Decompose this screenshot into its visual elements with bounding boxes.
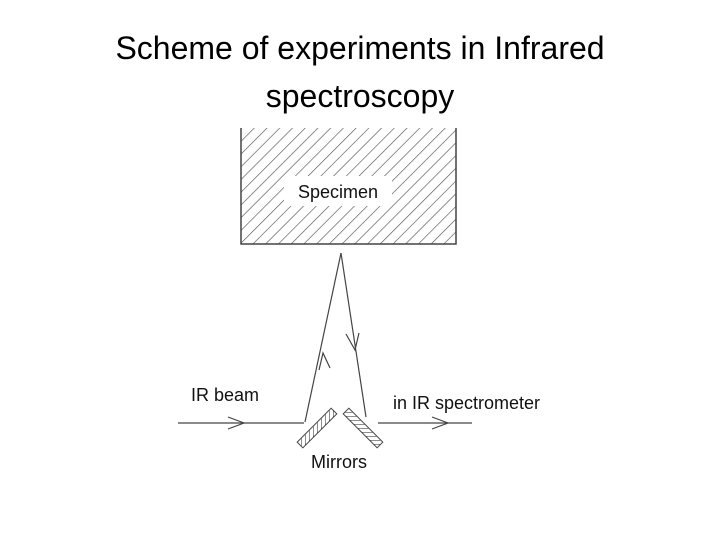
beam-paths: [178, 252, 472, 430]
mirrors-label: Mirrors: [311, 452, 367, 472]
down-arrow-head: [345, 332, 360, 352]
mirrors: [296, 407, 384, 449]
specimen-block: Specimen: [240, 128, 457, 245]
title-line-1: Scheme of experiments in Infrared: [115, 30, 605, 66]
slide-title: Scheme of experiments in Infrared spectr…: [0, 24, 720, 120]
title-line-2: spectroscopy: [265, 78, 455, 114]
left-mirror: [296, 407, 338, 449]
right-mirror: [342, 407, 384, 449]
spectrometer-label: in IR spectrometer: [393, 393, 540, 413]
specimen-label-box: [284, 176, 392, 206]
outgoing-arrow-head: [431, 416, 450, 430]
specimen-label: Specimen: [298, 182, 378, 202]
up-arrow-head: [318, 351, 331, 371]
beam-down-line: [340, 252, 367, 418]
beam-up-line: [304, 252, 342, 423]
incoming-arrow-head: [227, 416, 246, 430]
ir-beam-label: IR beam: [191, 385, 259, 405]
